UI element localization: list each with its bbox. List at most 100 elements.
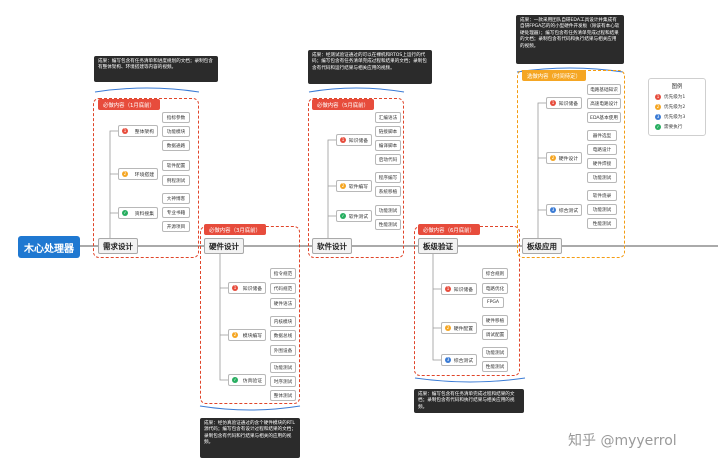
stage1-sub[interactable]: ✓ 资料搜集: [118, 207, 158, 219]
leaf-node[interactable]: FPGA: [482, 297, 504, 308]
leaf-node[interactable]: 系统移植: [375, 186, 401, 197]
priority-2-icon: 2: [232, 332, 238, 338]
legend-label: 优先级为2: [664, 105, 686, 110]
sub-label: 资料搜集: [134, 211, 154, 217]
leaf-node[interactable]: 数据总线: [270, 330, 296, 341]
root-node[interactable]: 木心处理器: [18, 236, 80, 258]
sub-label: 整体架构: [134, 129, 154, 135]
stage-box[interactable]: 板级应用: [522, 238, 562, 254]
stage-box[interactable]: 需求设计: [98, 238, 138, 254]
stage2-sub[interactable]: 1 知识储备: [228, 282, 266, 294]
leaf-node[interactable]: 数据通路: [162, 140, 190, 151]
note-stage1: 成果：编写包含有任务清单和进度规划的文档；录制包含有整体架构、环境搭建等内容的视…: [94, 56, 218, 82]
stage5-sub[interactable]: 2 硬件设计: [546, 152, 582, 164]
stage5-sub[interactable]: 3 综合测试: [546, 204, 582, 216]
leaf-node[interactable]: 综合规则: [482, 268, 508, 279]
leaf-node[interactable]: 器件选型: [587, 130, 617, 141]
leaf-node[interactable]: 功能测试: [587, 204, 617, 215]
stage-box[interactable]: 硬件设计: [204, 238, 244, 254]
leaf-node[interactable]: 功能模块: [162, 126, 190, 137]
watermark: 知乎 @myyerrol: [568, 433, 677, 449]
stage3-sub[interactable]: 2 软件编写: [336, 180, 372, 192]
leaf-node[interactable]: 功能测试: [587, 172, 617, 183]
priority-2-icon: 2: [550, 155, 556, 161]
priority-1-icon: 1: [445, 286, 451, 292]
stage4-sub[interactable]: 2 硬件配置: [441, 322, 477, 334]
sub-label: 知识储备: [453, 287, 473, 293]
leaf-node[interactable]: 高速电路设计: [587, 98, 621, 109]
leaf-node[interactable]: 链接脚本: [375, 126, 401, 137]
stage4-sub[interactable]: 3 综合测试: [441, 354, 477, 366]
leaf-node[interactable]: 电路优化: [482, 283, 508, 294]
sub-label: 知识储备: [242, 286, 262, 292]
leaf-node[interactable]: 软件配置: [162, 160, 190, 171]
leaf-node[interactable]: 性能测试: [482, 361, 508, 372]
priority-1-icon: 1: [550, 100, 556, 106]
stage3-sub[interactable]: ✓ 软件测试: [336, 210, 372, 222]
stage2-sub[interactable]: ✓ 仿真验证: [228, 374, 266, 386]
sub-label: 软件测试: [348, 214, 368, 220]
leaf-node[interactable]: 例程测试: [162, 175, 190, 186]
group-stage3: [308, 98, 404, 258]
stage3-sub[interactable]: 1 知识储备: [336, 134, 372, 146]
priority-1-icon: 1: [340, 137, 346, 143]
sub-label: 环境搭建: [134, 172, 154, 178]
stage1-sub[interactable]: 2 环境搭建: [118, 168, 158, 180]
leaf-node[interactable]: 汇编语法: [375, 112, 401, 123]
sub-label: 硬件设计: [558, 156, 578, 162]
leaf-node[interactable]: 外围设备: [270, 345, 296, 356]
leaf-node[interactable]: 硬件焊接: [587, 158, 617, 169]
leaf-node[interactable]: 内核模块: [270, 316, 296, 327]
leaf-node[interactable]: 性能测试: [587, 218, 617, 229]
leaf-node[interactable]: 调试配置: [482, 329, 508, 340]
sub-label: 知识储备: [558, 101, 578, 107]
leaf-node[interactable]: 整体测试: [270, 390, 296, 401]
note-stage5: 成果：一款采用团队自研EDA工具设计并集成有自研FPGA芯的的小型硬件开发板（除…: [516, 15, 624, 64]
sub-label: 模块编写: [242, 333, 262, 339]
priority-2-icon: 2: [122, 171, 128, 177]
leaf-node[interactable]: 功能测试: [270, 362, 296, 373]
leaf-node[interactable]: 功能测试: [482, 347, 508, 358]
sub-label: 仿真验证: [242, 378, 262, 384]
leaf-node[interactable]: 大神博客: [162, 193, 190, 204]
leaf-node[interactable]: 编译脚本: [375, 140, 401, 151]
leaf-node[interactable]: 电路设计: [587, 144, 617, 155]
leaf-node[interactable]: EDA基本使用: [587, 112, 621, 123]
check-icon: ✓: [655, 124, 661, 130]
legend-label: 优先级为3: [664, 115, 686, 120]
check-icon: ✓: [340, 213, 346, 219]
tag-stage5: 选做内容（时间待定）: [522, 70, 586, 81]
priority-1-icon: 1: [232, 285, 238, 291]
leaf-node[interactable]: 电路基础知识: [587, 84, 621, 95]
sub-label: 综合测试: [453, 358, 473, 364]
tag-stage4: 必做内容（6月底前）: [418, 224, 480, 235]
stage2-sub[interactable]: 2 模块编写: [228, 329, 266, 341]
stage5-sub[interactable]: 1 知识储备: [546, 97, 582, 109]
leaf-node[interactable]: 功能测试: [375, 205, 401, 216]
leaf-node[interactable]: 时序测试: [270, 376, 296, 387]
legend-label: 需要执行: [664, 125, 683, 130]
priority-2-icon: 2: [340, 183, 346, 189]
stage-box[interactable]: 板级验证: [418, 238, 458, 254]
leaf-node[interactable]: 指标参数: [162, 112, 190, 123]
leaf-node[interactable]: 硬件移植: [482, 315, 508, 326]
leaf-node[interactable]: 硬件语法: [270, 298, 296, 309]
tag-stage1: 必做内容（1月底前）: [98, 99, 160, 110]
sub-label: 软件编写: [348, 184, 368, 190]
priority-1-icon: 1: [122, 128, 128, 134]
stage4-sub[interactable]: 1 知识储备: [441, 283, 477, 295]
leaf-node[interactable]: 代码规范: [270, 283, 296, 294]
leaf-node[interactable]: 程序编写: [375, 172, 401, 183]
leaf-node[interactable]: 专业书籍: [162, 207, 190, 218]
stage-box[interactable]: 软件设计: [312, 238, 352, 254]
leaf-node[interactable]: 软件烧录: [587, 190, 617, 201]
leaf-node[interactable]: 性能测试: [375, 219, 401, 230]
check-icon: ✓: [232, 377, 238, 383]
legend: 图例 1 优先级为1 2 优先级为2 3 优先级为3 ✓ 需要执行: [648, 78, 706, 136]
stage1-sub[interactable]: 1 整体架构: [118, 125, 158, 137]
note-stage2: 成果：经仿真验证通过的含个硬件模块的RTL源代码；编写包含有设计过程和结果的文档…: [200, 418, 300, 458]
sub-label: 知识储备: [348, 138, 368, 144]
leaf-node[interactable]: 开源项目: [162, 221, 190, 232]
leaf-node[interactable]: 指令规范: [270, 268, 296, 279]
leaf-node[interactable]: 启动代码: [375, 154, 401, 165]
